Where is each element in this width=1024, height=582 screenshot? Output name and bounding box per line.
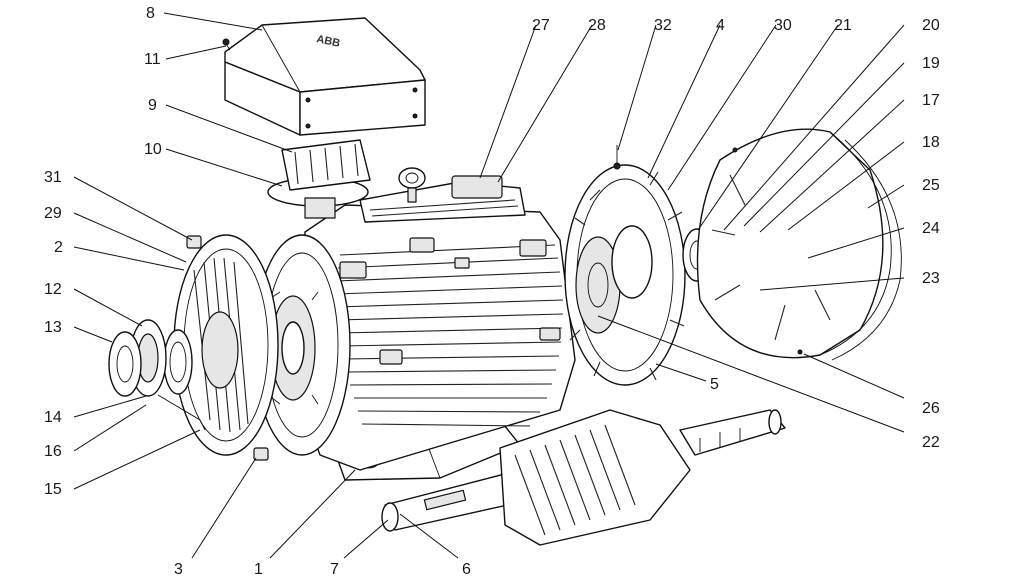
callout-25: 25 [922, 177, 940, 194]
callout-3: 3 [174, 561, 183, 578]
callout-1: 1 [254, 561, 263, 578]
callout-19: 19 [922, 55, 940, 72]
callout-6: 6 [462, 561, 471, 578]
housing-cooling-fins [335, 244, 564, 427]
callout-30: 30 [774, 17, 792, 34]
callout-23: 23 [922, 270, 940, 287]
front-end-shield [253, 234, 351, 456]
callout-22: 22 [922, 434, 940, 451]
lifting-eye-bolt [398, 167, 426, 203]
callout-24: 24 [922, 220, 940, 237]
leader-lines [73, 12, 905, 559]
callout-13: 13 [44, 319, 62, 336]
callout-18: 18 [922, 134, 940, 151]
callout-20: 20 [922, 17, 940, 34]
housing-logo-text: ABB [315, 33, 341, 50]
callout-29: 29 [44, 205, 62, 222]
terminal-box-cover: ABB [224, 17, 426, 136]
callout-4: 4 [716, 17, 725, 34]
callout-7: 7 [330, 561, 339, 578]
callout-16: 16 [44, 443, 62, 460]
terminal-box-adapter [267, 139, 371, 219]
rotor-shaft [381, 409, 786, 546]
callout-21: 21 [834, 17, 852, 34]
callout-2: 2 [54, 239, 63, 256]
fan-cover [696, 128, 902, 361]
callout-10: 10 [144, 141, 162, 158]
callout-11: 11 [144, 51, 161, 68]
front-bearing-assembly [108, 319, 206, 431]
callout-numbers: 8 11 9 10 31 29 2 12 13 14 16 15 3 1 7 6… [44, 5, 940, 578]
callout-32: 32 [654, 17, 672, 34]
callout-12: 12 [44, 281, 62, 298]
rear-end-shield [564, 164, 686, 386]
front-fan-cover [173, 234, 279, 456]
motor-housing [299, 175, 576, 471]
callout-5: 5 [710, 376, 719, 393]
callout-17: 17 [922, 92, 940, 109]
callout-27: 27 [532, 17, 550, 34]
callout-8: 8 [146, 5, 155, 22]
callout-14: 14 [44, 409, 62, 426]
callout-15: 15 [44, 481, 62, 498]
callout-31: 31 [44, 169, 62, 186]
callout-26: 26 [922, 400, 940, 417]
callout-28: 28 [588, 17, 606, 34]
callout-9: 9 [148, 97, 157, 114]
